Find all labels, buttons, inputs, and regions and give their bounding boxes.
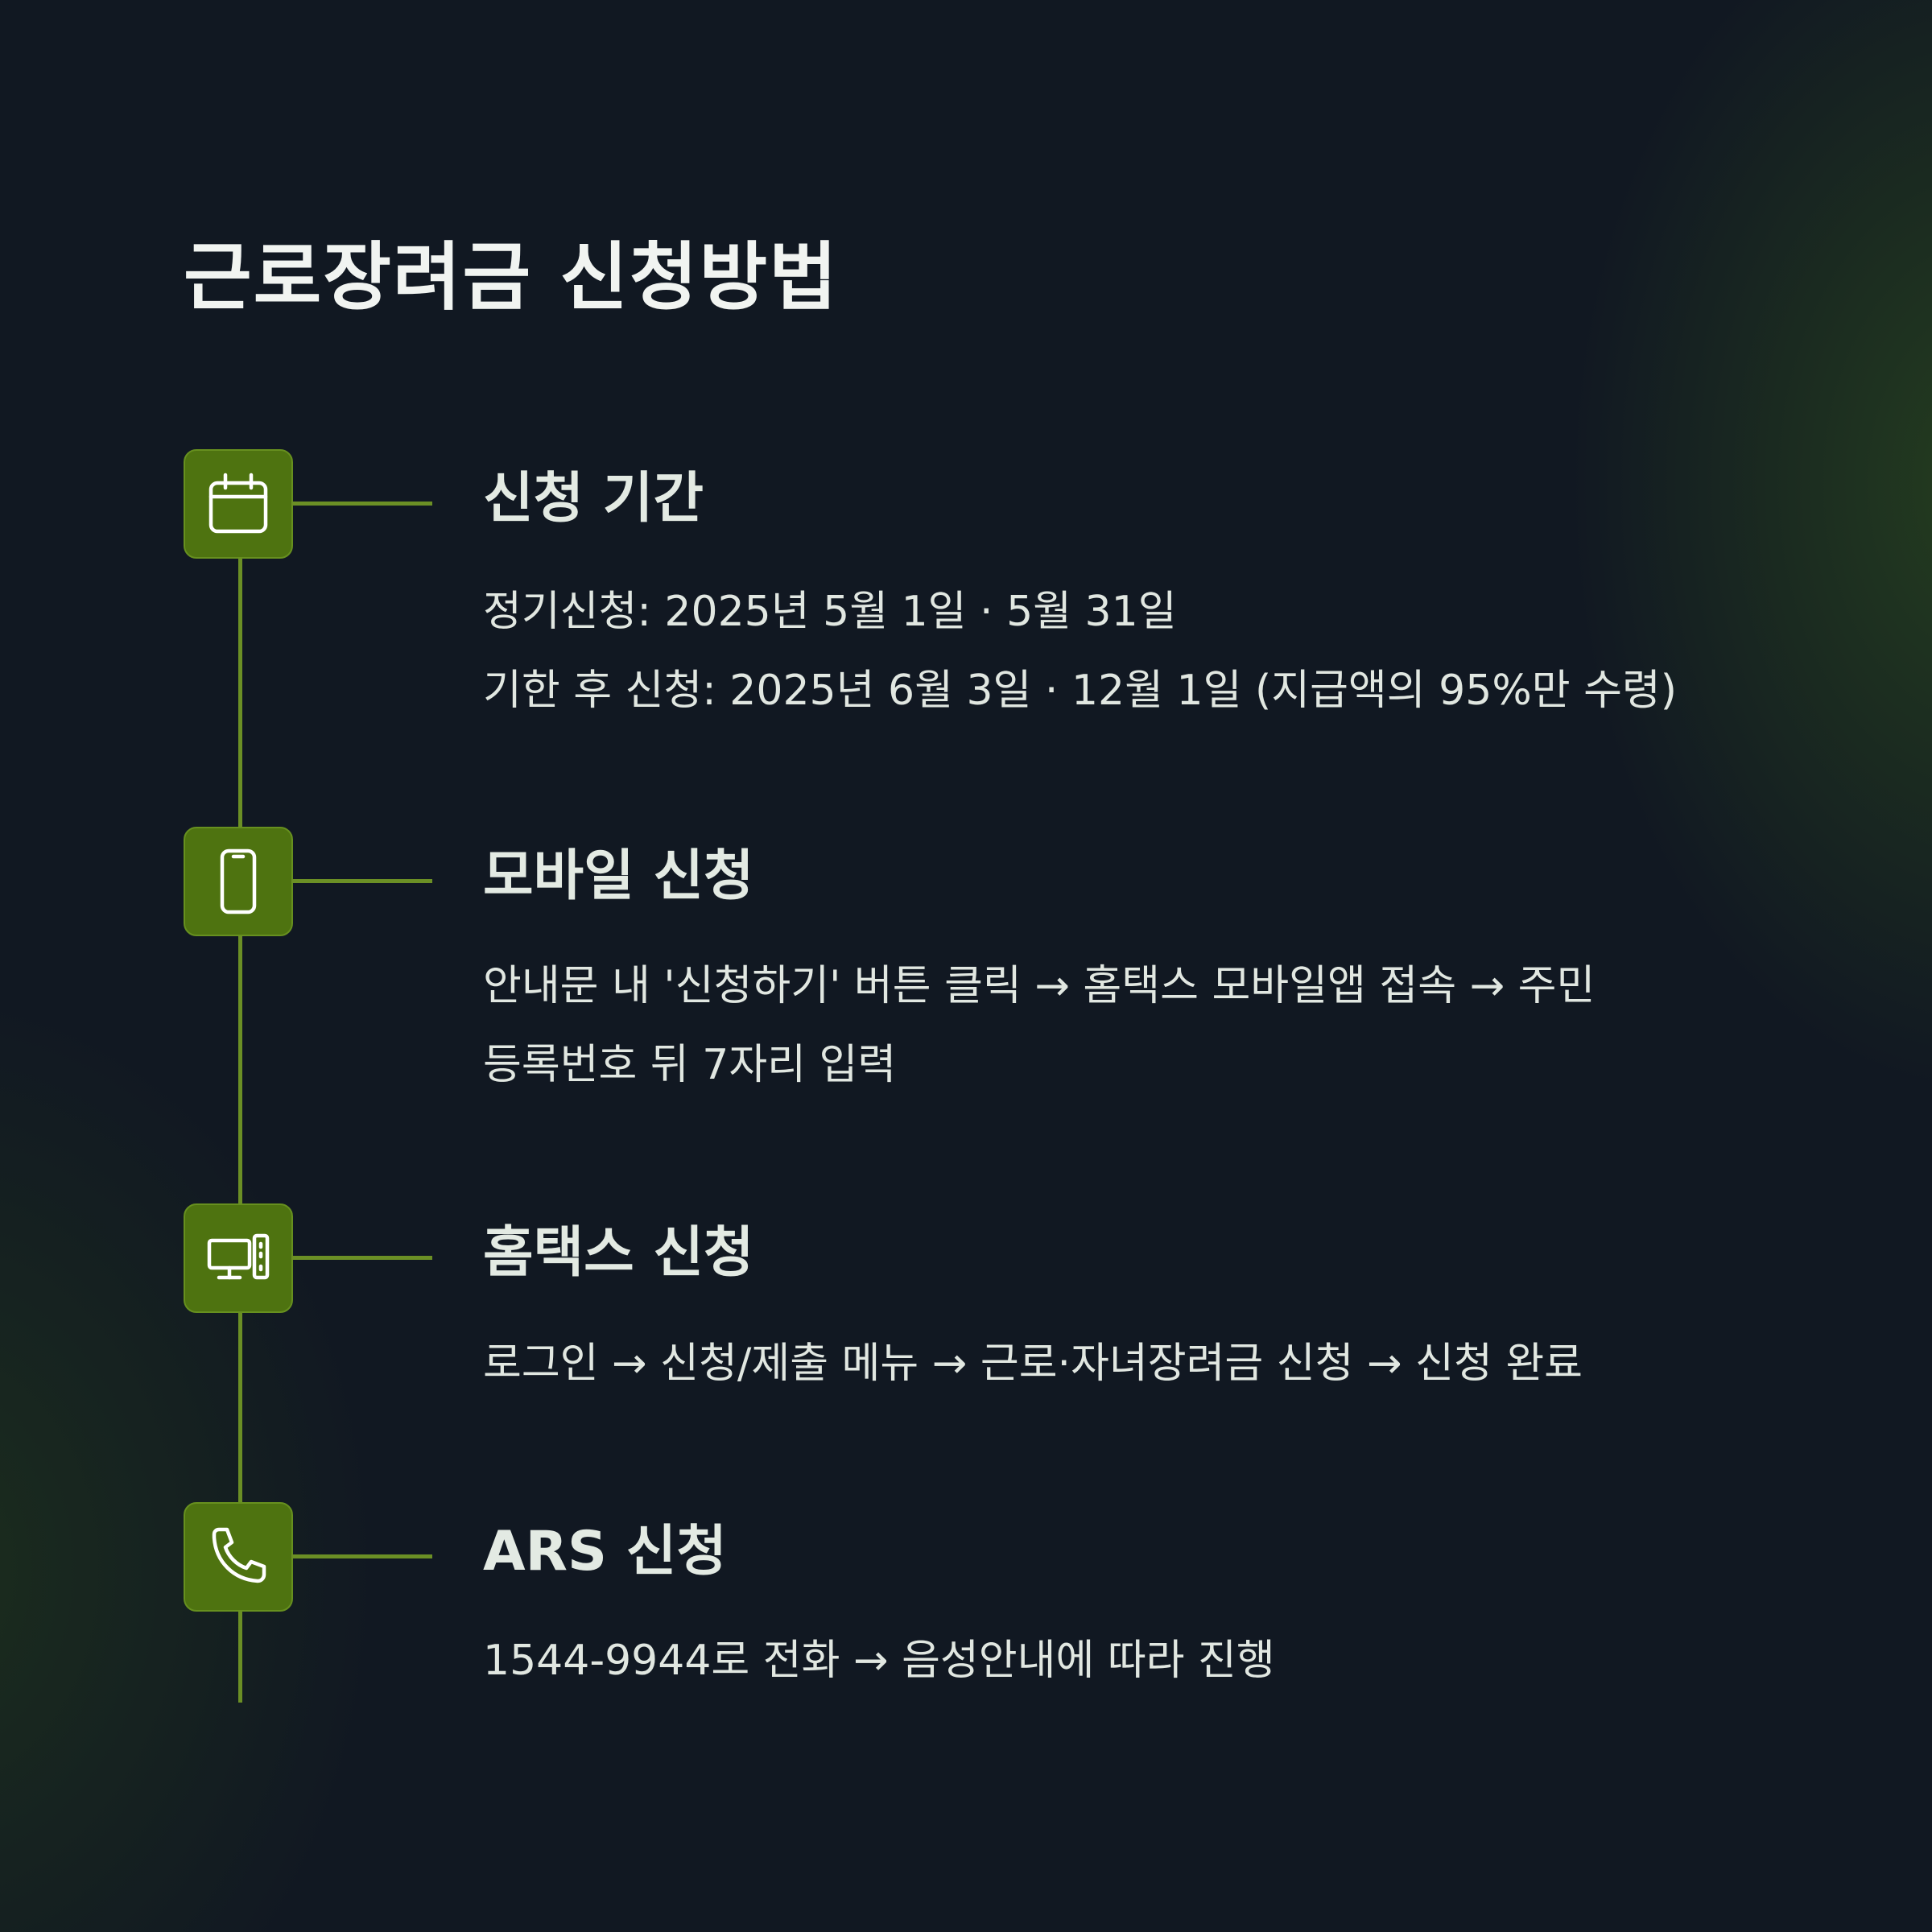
step-description-line: 로그인 → 신청/제출 메뉴 → 근로·자녀장려금 신청 → 신청 완료 — [483, 1340, 1583, 1388]
step-description: 안내문 내 '신청하기' 버튼 클릭 → 홈택스 모바일앱 접속 → 주민 등록… — [483, 947, 1739, 1104]
smartphone-icon — [220, 848, 257, 914]
smartphone-icon-box — [184, 827, 293, 936]
desktop-computer-icon — [207, 1233, 270, 1280]
phone-icon — [212, 1527, 266, 1583]
step-title: 신청 기간 — [483, 467, 704, 530]
step-description-line: 정기신청: 2025년 5월 1일 · 5월 31일 — [483, 588, 1177, 636]
timeline-line — [238, 523, 242, 1703]
step-description: 1544-9944로 전화 → 음성안내에 따라 진행 — [483, 1621, 1739, 1700]
step-description: 로그인 → 신청/제출 메뉴 → 근로·자녀장려금 신청 → 신청 완료 — [483, 1324, 1739, 1403]
step-description: 정기신청: 2025년 5월 1일 · 5월 31일 기한 후 신청: 2025… — [483, 572, 1739, 730]
connector-line — [291, 1554, 432, 1558]
step-description-line: 안내문 내 '신청하기' 버튼 클릭 → 홈택스 모바일앱 접속 → 주민 — [483, 962, 1596, 1010]
step-description-line: 등록번호 뒤 7자리 입력 — [483, 1041, 897, 1089]
step-title: ARS 신청 — [483, 1520, 727, 1583]
step-description-line: 1544-9944로 전화 → 음성안내에 따라 진행 — [483, 1637, 1275, 1685]
calendar-icon — [208, 473, 268, 534]
calendar-icon-box — [184, 449, 293, 559]
phone-icon-box — [184, 1502, 293, 1612]
step-title: 모바일 신청 — [483, 844, 754, 908]
connector-line — [291, 502, 432, 506]
step-description-line: 기한 후 신청: 2025년 6월 3일 · 12월 1일 (지급액의 95%만… — [483, 667, 1678, 715]
page-title: 근로장려금 신청방법 — [184, 234, 839, 320]
connector-line — [291, 879, 432, 883]
step-title: 홈택스 신청 — [483, 1221, 754, 1285]
connector-line — [291, 1256, 432, 1260]
desktop-computer-icon-box — [184, 1203, 293, 1313]
